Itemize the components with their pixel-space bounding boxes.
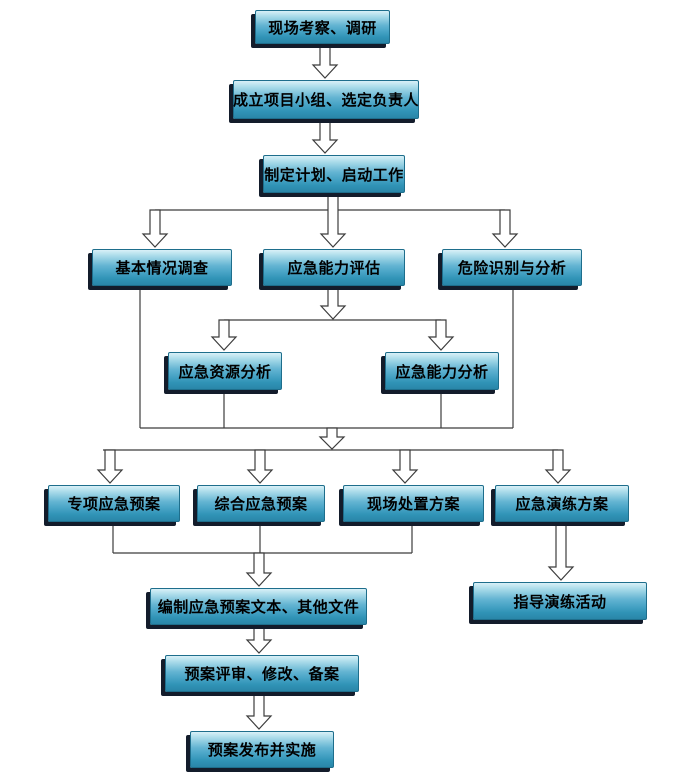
arrow-survey-to-team bbox=[311, 45, 339, 79]
arrow-drill-to-guide bbox=[547, 523, 575, 581]
arrow-to-hazard-identification bbox=[491, 209, 519, 248]
arrow-collector-down bbox=[318, 427, 346, 450]
node-special-plan: 专项应急预案 bbox=[48, 485, 180, 522]
arrow-to-capability-analysis bbox=[427, 319, 455, 351]
arrow-assessment-down bbox=[319, 287, 347, 320]
node-capability-assessment: 应急能力评估 bbox=[263, 249, 405, 286]
node-site-survey: 现场考察、调研 bbox=[255, 10, 390, 44]
arrow-team-to-plan bbox=[311, 120, 339, 154]
node-comprehensive-plan: 综合应急预案 bbox=[197, 485, 325, 522]
arrow-to-resource-analysis bbox=[210, 319, 238, 351]
node-drill-plan: 应急演练方案 bbox=[495, 485, 629, 522]
node-form-team: 成立项目小组、选定负责人 bbox=[233, 80, 419, 119]
arrow-to-review bbox=[245, 625, 273, 654]
node-review-revise: 预案评审、修改、备案 bbox=[165, 655, 359, 692]
node-compile-documents: 编制应急预案文本、其他文件 bbox=[150, 588, 367, 625]
node-basic-survey: 基本情况调查 bbox=[92, 249, 232, 286]
node-resource-analysis: 应急资源分析 bbox=[168, 352, 282, 390]
node-publish-implement: 预案发布并实施 bbox=[190, 731, 334, 768]
arrow-to-capability-assessment bbox=[319, 194, 347, 248]
node-onsite-plan: 现场处置方案 bbox=[343, 485, 484, 522]
arrow-to-basic-survey bbox=[141, 209, 169, 248]
arrow-to-compile-documents bbox=[245, 552, 273, 587]
arrow-to-comprehensive-plan bbox=[246, 449, 274, 484]
node-make-plan: 制定计划、启动工作 bbox=[263, 155, 405, 193]
arrow-to-onsite-plan bbox=[391, 449, 419, 484]
arrow-to-special-plan bbox=[96, 449, 124, 484]
node-guide-drill: 指导演练活动 bbox=[473, 582, 647, 620]
arrow-to-drill-plan bbox=[544, 449, 572, 484]
node-capability-analysis: 应急能力分析 bbox=[385, 352, 499, 390]
node-hazard-identification: 危险识别与分析 bbox=[442, 249, 582, 286]
arrow-to-publish bbox=[245, 693, 273, 730]
